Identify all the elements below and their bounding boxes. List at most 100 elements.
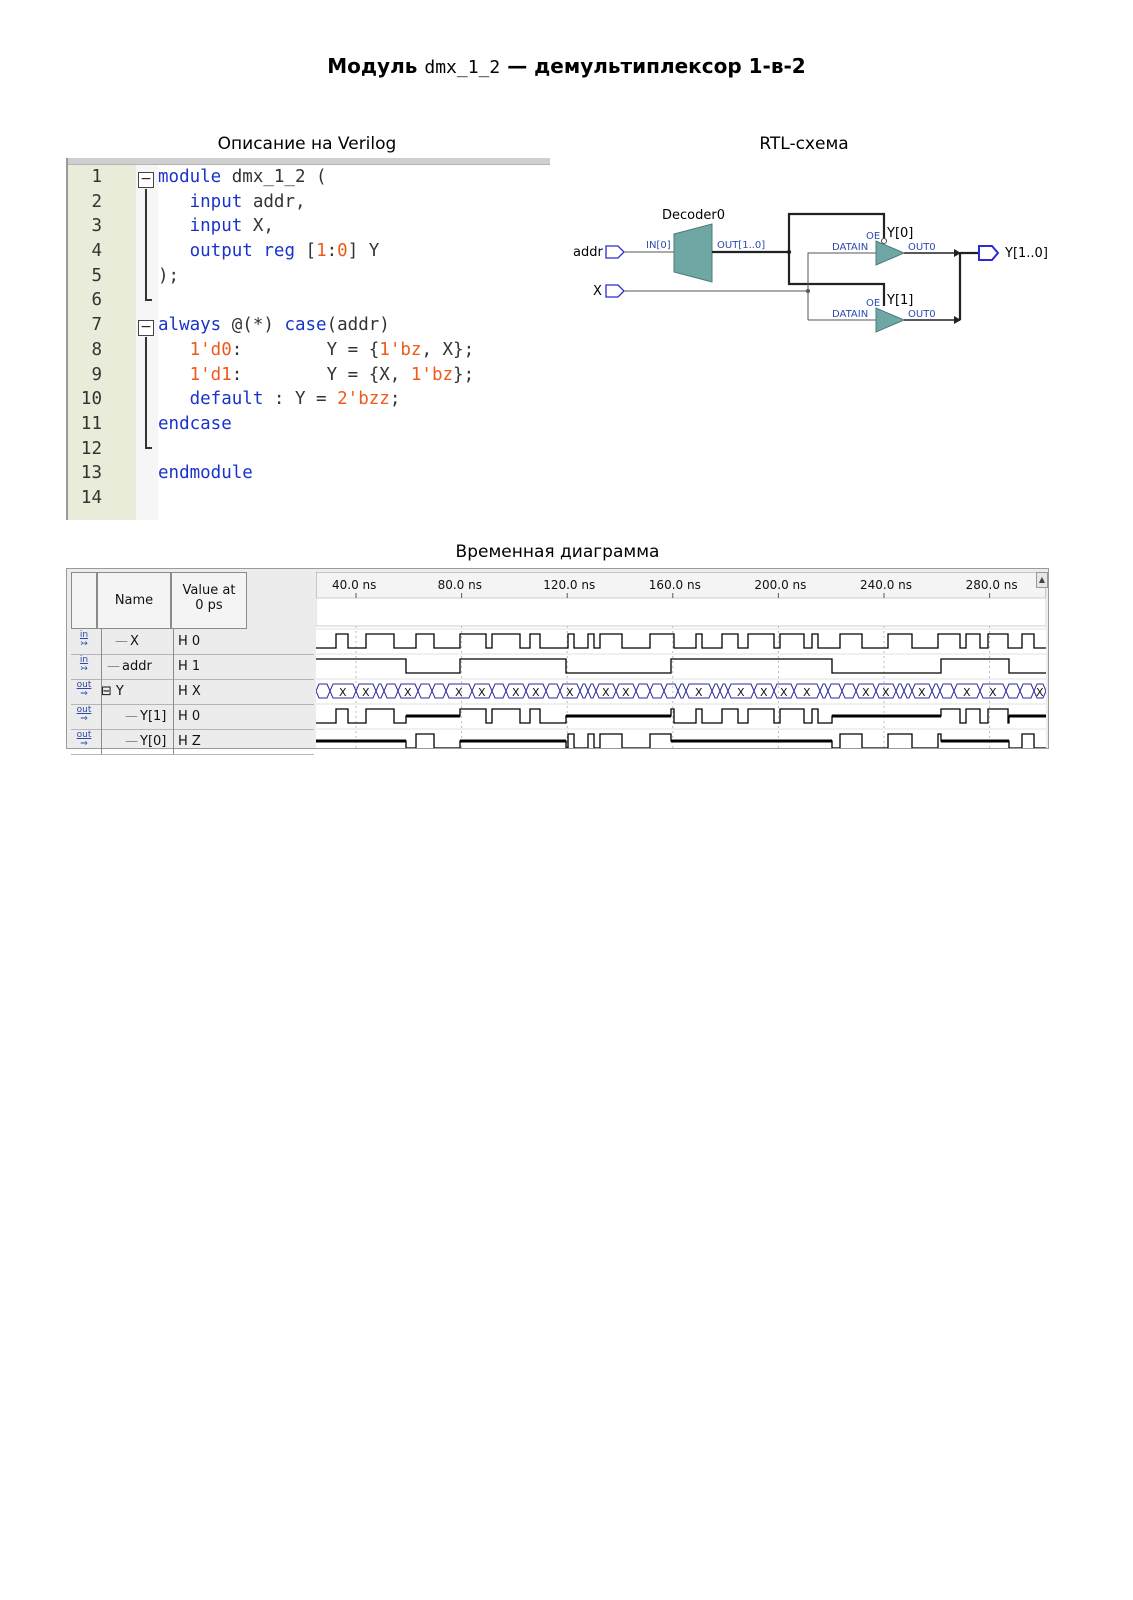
code-token bbox=[158, 241, 190, 261]
junction-dot bbox=[806, 289, 810, 293]
line-number: 9 bbox=[91, 364, 102, 385]
code-token: (addr) bbox=[326, 315, 390, 336]
fold-collapse-icon[interactable]: − bbox=[138, 320, 154, 336]
code-line: 3 input X, bbox=[68, 214, 550, 239]
page-title: Модуль dmx_1_2 — демультиплексор 1-в-2 bbox=[0, 54, 1133, 78]
row-divider bbox=[71, 754, 314, 755]
code-token: ); bbox=[158, 265, 180, 286]
header-value[interactable]: Value at 0 ps bbox=[171, 572, 247, 629]
code-token: 1'd0 bbox=[189, 339, 232, 360]
oe-bubble-icon bbox=[881, 238, 887, 244]
output-y-label: Y[1..0] bbox=[1004, 246, 1048, 261]
caption-code: Описание на Verilog bbox=[217, 134, 397, 154]
signal-value: H 0 bbox=[173, 704, 249, 729]
code-line: 4 output reg [1:0] Y bbox=[68, 239, 550, 264]
input-x-label: X bbox=[593, 284, 602, 299]
signal-label: Y bbox=[115, 684, 124, 699]
line-number: 4 bbox=[91, 241, 102, 262]
time-cursor-band bbox=[316, 597, 1046, 627]
code-line: 2 input addr, bbox=[68, 190, 550, 215]
wave-y-bus-segment bbox=[579, 683, 589, 699]
wave-y-bus-segment bbox=[939, 683, 955, 699]
tree-branch: — bbox=[107, 659, 120, 674]
wave-y-bus-value: X bbox=[737, 686, 745, 699]
time-tick-label: 80.0 ns bbox=[438, 578, 482, 592]
code-text: 1'd1: Y = {X, 1'bz}; bbox=[158, 363, 475, 388]
code-token: 1'bz bbox=[379, 339, 422, 360]
code-token bbox=[158, 340, 190, 360]
tristate-buffer-top bbox=[875, 240, 906, 266]
code-line: 5); bbox=[68, 264, 550, 289]
signal-name: —Y[0] bbox=[125, 729, 166, 754]
wave-y-bus-segment bbox=[383, 683, 399, 699]
expand-icon[interactable]: ⊟ bbox=[101, 684, 112, 699]
code-token: endcase bbox=[158, 413, 232, 434]
fold-guide bbox=[145, 337, 147, 449]
output-pin-icon: out⇒ bbox=[76, 680, 92, 699]
code-line: 8 1'd0: Y = {1'bz, X}; bbox=[68, 338, 550, 363]
code-token: 0 bbox=[337, 241, 348, 262]
buffer-top-datain: DATAIN bbox=[832, 242, 868, 253]
code-token: ] Y bbox=[347, 241, 380, 262]
input-pin-icon: in↣ bbox=[79, 655, 89, 674]
signal-value: H 0 bbox=[173, 629, 249, 654]
code-token: [ bbox=[294, 241, 317, 262]
caption-rtl: RTL-схема bbox=[759, 134, 849, 154]
buffer-bottom-out: OUT0 bbox=[908, 309, 936, 320]
arrow-icon bbox=[954, 249, 961, 257]
title-prefix: Модуль bbox=[327, 54, 418, 78]
wave-y-bus-value: X bbox=[404, 686, 412, 699]
input-pin-icon: in↣ bbox=[79, 630, 89, 649]
column-divider bbox=[173, 629, 174, 754]
code-token: case bbox=[284, 315, 327, 336]
decoder-block bbox=[673, 223, 713, 283]
output-pin-icon: out⇒ bbox=[76, 705, 92, 724]
code-token: : Y = { bbox=[231, 339, 380, 360]
wave-y-bus-segment bbox=[375, 683, 385, 699]
code-token: output bbox=[189, 241, 253, 262]
code-token: input bbox=[189, 216, 243, 237]
fold-collapse-icon[interactable]: − bbox=[138, 172, 154, 188]
signal-name: —X bbox=[115, 629, 139, 654]
title-module-name: dmx_1_2 bbox=[424, 57, 501, 78]
wave-y-bus-segment bbox=[841, 683, 857, 699]
fold-guide-end bbox=[145, 299, 152, 301]
wave-y-bus-segment bbox=[545, 683, 561, 699]
line-number-gutter bbox=[68, 165, 136, 520]
wave-y-bus-value: X bbox=[339, 686, 347, 699]
wave-y-bus-value: X bbox=[862, 686, 870, 699]
wave-addr bbox=[316, 658, 1046, 674]
wave-y-bus-segment bbox=[719, 683, 729, 699]
time-tick-label: 200.0 ns bbox=[754, 578, 806, 592]
code-token: endmodule bbox=[158, 463, 253, 484]
code-text: endmodule bbox=[158, 461, 253, 486]
header-icon-column bbox=[71, 572, 97, 629]
wave-y-bus-value: X bbox=[918, 686, 926, 699]
signal-row[interactable]: out⇒—Y[0]H Z bbox=[71, 729, 314, 754]
code-token: 1 bbox=[316, 241, 327, 262]
line-number: 8 bbox=[91, 339, 102, 360]
signal-row[interactable]: out⇒ —Y[1] H 0 bbox=[71, 704, 314, 729]
code-token bbox=[158, 389, 190, 409]
signal-name: —Y[1] bbox=[125, 704, 166, 729]
buffer-bottom-datain: DATAIN bbox=[832, 309, 868, 320]
header-name[interactable]: Name bbox=[97, 572, 171, 629]
line-number: 1 bbox=[91, 167, 102, 187]
input-addr-label: addr bbox=[573, 245, 603, 260]
signal-label: addr bbox=[122, 659, 152, 674]
signal-row[interactable]: in↣ —X H 0 bbox=[71, 629, 314, 654]
code-token bbox=[158, 216, 190, 236]
code-line: 14 bbox=[68, 486, 550, 511]
code-token: input bbox=[189, 191, 243, 212]
wave-y-bus-value: X bbox=[362, 686, 370, 699]
scroll-up-icon[interactable]: ▲ bbox=[1036, 572, 1048, 588]
output-port-icon bbox=[978, 245, 1000, 261]
